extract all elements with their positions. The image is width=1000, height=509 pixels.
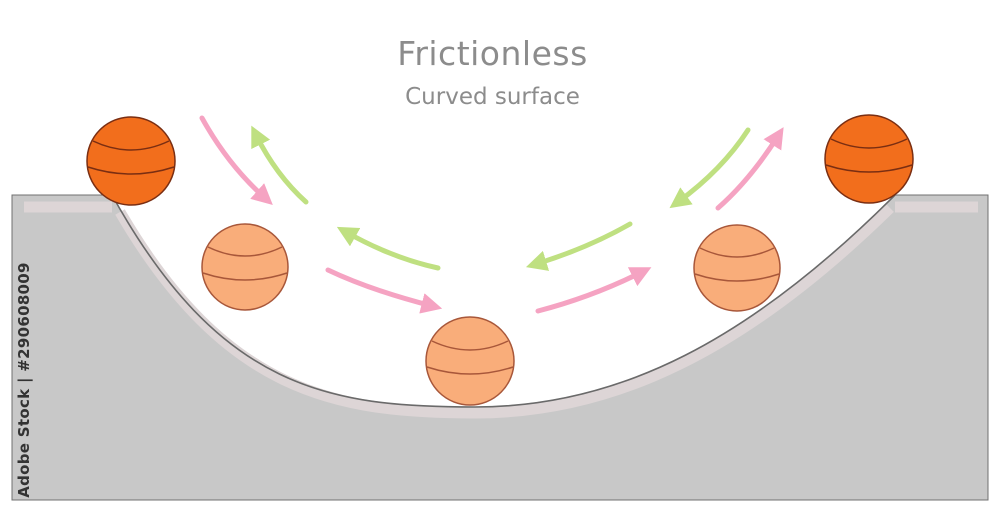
green-arrow-icon: [336, 226, 441, 271]
pink-arrow-icon: [535, 267, 652, 314]
green-arrow-icon: [669, 127, 751, 209]
surface-band: [24, 201, 978, 419]
pink-arrow-icon: [199, 115, 273, 205]
green-arrow-icon: [251, 125, 309, 205]
pink-arrow-icon: [715, 127, 784, 211]
basketball-icon: [86, 116, 176, 206]
basketball-icon: [201, 223, 289, 311]
pink-arrow-icon: [325, 267, 443, 314]
green-arrow-icon: [525, 221, 633, 271]
stock-id-label: Adobe Stock | #290608009: [15, 262, 33, 498]
diagram-subtitle: Curved surface: [405, 84, 580, 110]
basketball-icon: [425, 316, 515, 406]
basketball-icon: [693, 224, 781, 312]
basketball-icon: [824, 114, 914, 204]
curved-surface-line: [111, 194, 896, 408]
diagram-title: Frictionless: [397, 34, 588, 73]
